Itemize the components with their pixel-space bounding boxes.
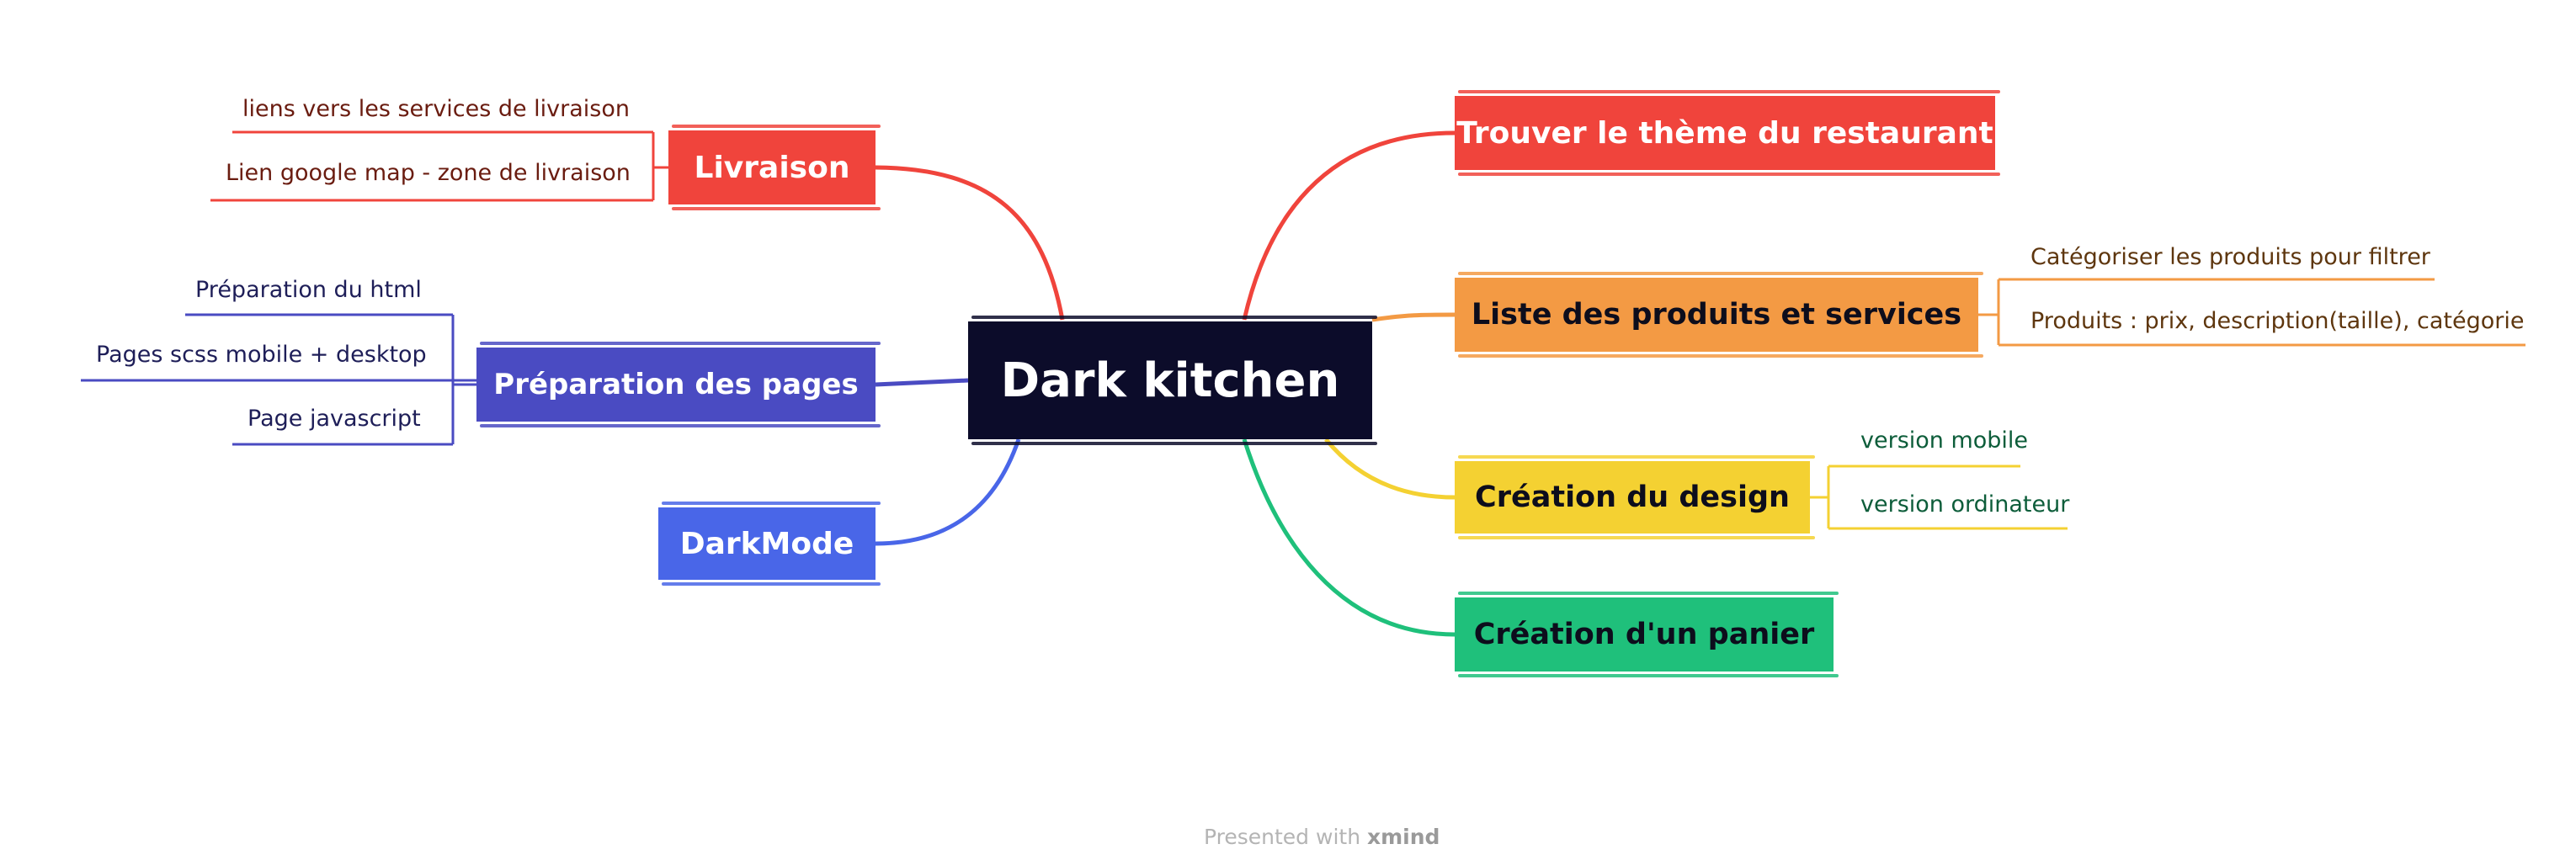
topic-preparation-label: Préparation des pages — [493, 368, 859, 401]
connector-livraison — [875, 165, 1065, 321]
topic-darkmode-label: DarkMode — [679, 526, 854, 561]
subtopic-livraison-google-map[interactable]: Lien google map - zone de livraison — [226, 160, 631, 186]
bracket-livraison — [640, 130, 668, 202]
topic-preparation-des-pages[interactable]: Préparation des pages — [476, 342, 881, 427]
bracket-liste — [1978, 278, 2015, 347]
topic-design-label: Création du design — [1475, 480, 1790, 514]
subtopic-design-mobile[interactable]: version mobile — [1860, 427, 2029, 454]
connector-theme — [1242, 130, 1456, 321]
connector-design — [1324, 438, 1456, 500]
topic-livraison[interactable]: Livraison — [668, 125, 881, 210]
topic-panier-label: Création d'un panier — [1473, 618, 1815, 651]
subtopic-preparation-html[interactable]: Préparation du html — [195, 277, 422, 303]
subtopic-livraison-services[interactable]: liens vers les services de livraison — [242, 96, 631, 122]
topic-creation-design[interactable]: Création du design — [1455, 455, 1815, 539]
central-topic[interactable]: Dark kitchen — [968, 316, 1377, 445]
subtopic-design-ordinateur[interactable]: version ordinateur — [1860, 491, 2070, 518]
topic-theme-label: Trouver le thème du restaurant — [1456, 115, 1993, 151]
subtopic-liste-produits-details[interactable]: Produits : prix, description(taille), ca… — [2030, 308, 2525, 334]
topic-livraison-label: Livraison — [694, 150, 850, 185]
connector-darkmode — [875, 438, 1021, 546]
subtopic-liste-categoriser[interactable]: Catégoriser les produits pour filtrer — [2030, 244, 2430, 270]
xmind-brand: xmind — [1367, 825, 1440, 849]
topic-liste-produits[interactable]: Liste des produits et services — [1455, 272, 1983, 358]
footer-prefix: Presented with — [1204, 825, 1361, 849]
bracket-design — [1810, 465, 1845, 530]
topic-darkmode[interactable]: DarkMode — [658, 502, 881, 586]
subtopic-preparation-scss[interactable]: Pages scss mobile + desktop — [96, 342, 427, 368]
connector-liste — [1371, 312, 1456, 322]
connector-preparation — [875, 378, 969, 387]
subtopic-preparation-javascript[interactable]: Page javascript — [247, 406, 421, 432]
topic-liste-label: Liste des produits et services — [1471, 298, 1962, 332]
presented-with-footer: Presented with xmind — [1204, 825, 1440, 849]
topic-creation-panier[interactable]: Création d'un panier — [1455, 592, 1839, 677]
connector-panier — [1242, 438, 1456, 637]
topic-trouver-theme[interactable]: Trouver le thème du restaurant — [1455, 90, 2000, 176]
central-topic-label: Dark kitchen — [1000, 353, 1340, 408]
